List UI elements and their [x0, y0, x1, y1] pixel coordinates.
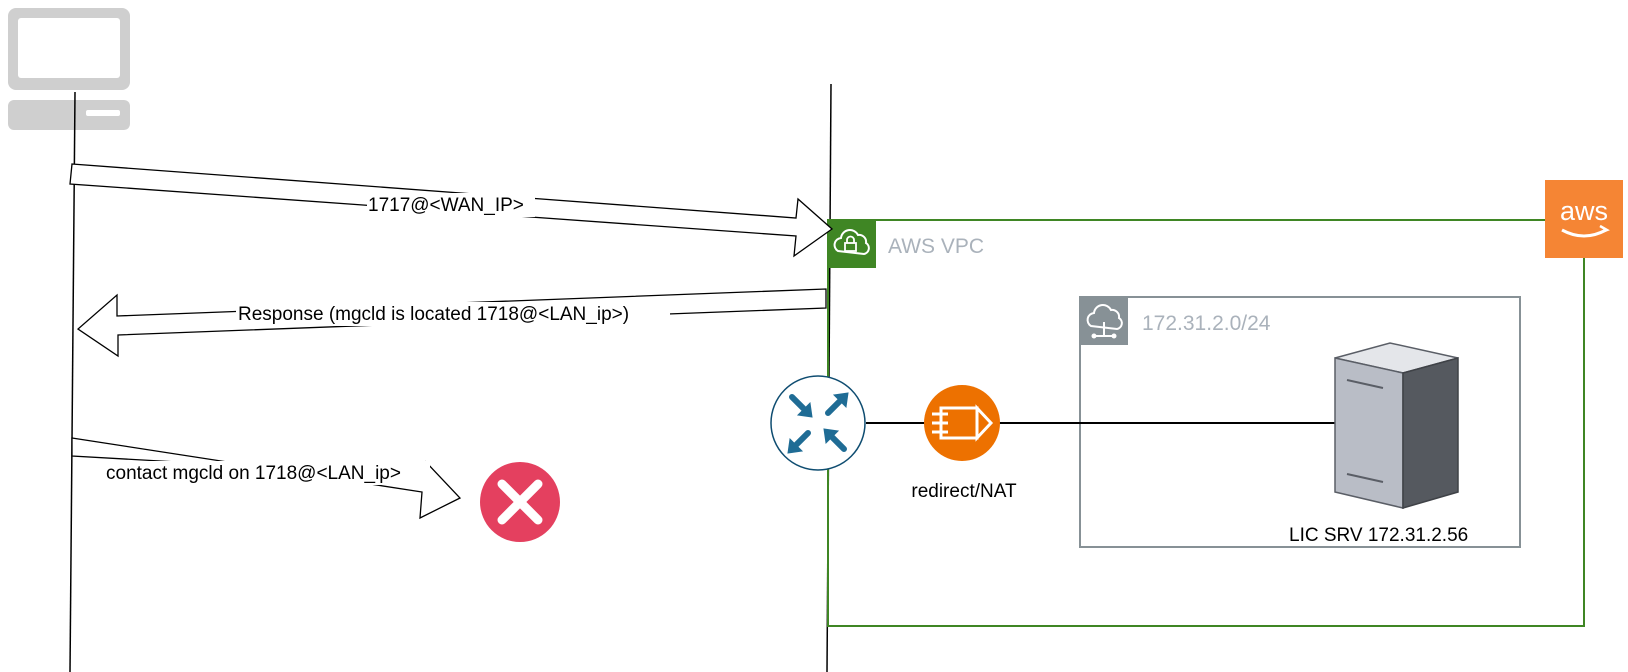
request-arrow: 1717@<WAN_IP>	[69, 163, 834, 258]
aws-logo-text: aws	[1560, 196, 1608, 226]
nat-gateway-icon[interactable]	[924, 385, 1000, 461]
subnet-group: 172.31.2.0/24	[1079, 296, 1521, 548]
cloud-lock-icon	[828, 220, 876, 268]
contact-arrow: contact mgcld on 1718@<LAN_ip>	[71, 437, 462, 520]
cloud-network-icon	[1080, 297, 1128, 345]
server-label: LIC SRV 172.31.2.56	[1289, 525, 1468, 546]
client-lifeline	[69, 91, 76, 672]
request-label: 1717@<WAN_IP>	[368, 195, 524, 216]
contact-label: contact mgcld on 1718@<LAN_ip>	[106, 463, 401, 484]
response-label: Response (mgcld is located 1718@<LAN_ip>…	[238, 304, 629, 325]
subnet-label: 172.31.2.0/24	[1142, 312, 1271, 335]
nat-label: redirect/NAT	[911, 481, 1017, 502]
vpc-label: AWS VPC	[888, 235, 984, 258]
server-icon[interactable]	[1334, 342, 1459, 509]
desktop-computer-icon	[8, 8, 130, 130]
response-arrow: Response (mgcld is located 1718@<LAN_ip>…	[76, 288, 827, 358]
router-icon[interactable]	[770, 375, 866, 471]
aws-logo: aws	[1545, 180, 1623, 258]
error-cross-icon	[480, 462, 560, 542]
